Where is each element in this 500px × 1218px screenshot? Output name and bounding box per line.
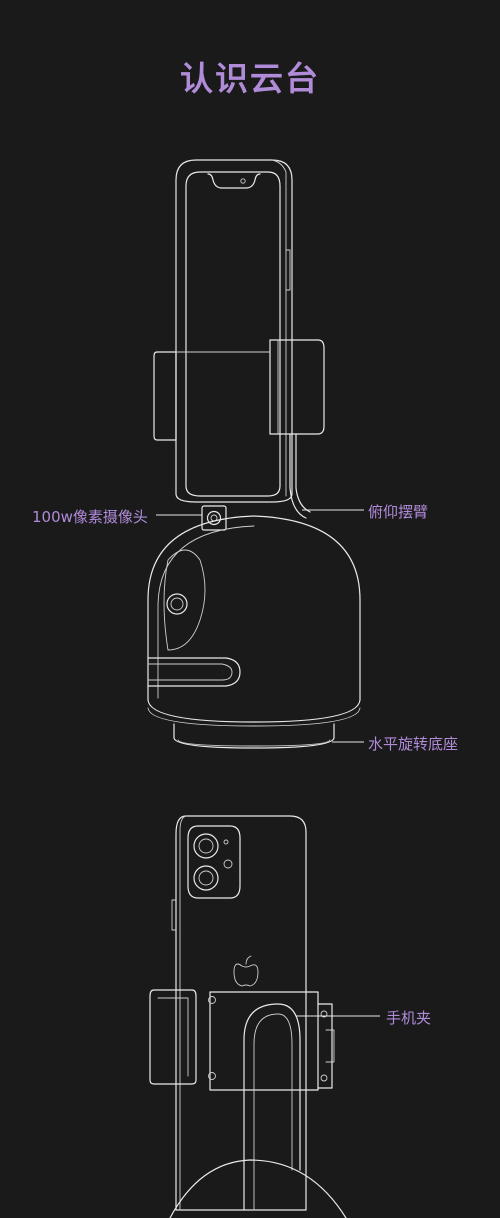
page-title: 认识云台 <box>180 59 320 98</box>
tilt-arm-back <box>169 1003 347 1218</box>
arm-callout: 俯仰摆臂 <box>368 503 429 521</box>
clamp-callout: 手机夹 <box>386 1009 432 1027</box>
phone-front-drawing <box>175 159 293 503</box>
rotation-base <box>173 723 335 749</box>
phone-clamp-front <box>153 339 325 441</box>
camera-callout: 100w像素摄像头 <box>32 508 148 526</box>
phone-clamp-back <box>149 989 335 1091</box>
base-callout: 水平旋转底座 <box>368 735 459 753</box>
tilt-arm <box>289 433 311 519</box>
camera-module <box>201 505 227 531</box>
phone-back-drawing <box>171 815 307 1211</box>
gimbal-body <box>147 515 361 727</box>
